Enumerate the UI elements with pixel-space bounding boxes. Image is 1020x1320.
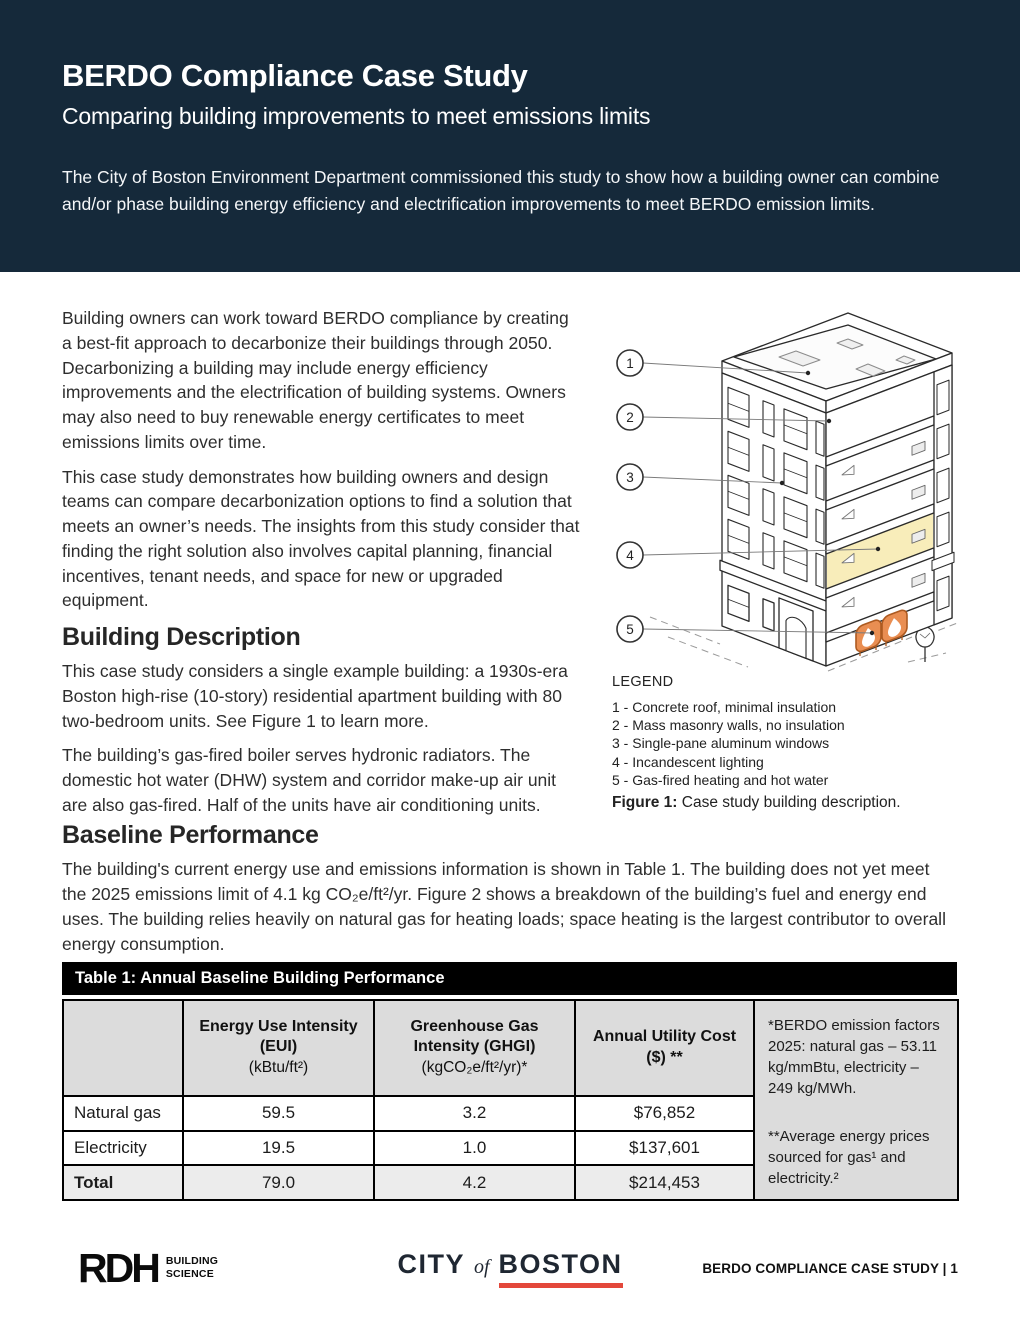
natural-gas-ghgi: 3.2 xyxy=(373,1094,576,1132)
row-label: Natural gas xyxy=(62,1094,184,1132)
table-note-emission-factors: *BERDO emission factors 2025: natural ga… xyxy=(768,1017,940,1097)
table-title-bar: Table 1: Annual Baseline Building Perfor… xyxy=(62,962,957,995)
legend-item-2: 2 - Mass masonry walls, no insulation xyxy=(612,717,845,734)
table-header-cost: Annual Utility Cost ($) ** xyxy=(574,999,755,1097)
baseline-performance-heading: Baseline Performance xyxy=(62,821,319,849)
total-eui: 79.0 xyxy=(182,1164,375,1201)
electricity-ghgi: 1.0 xyxy=(373,1129,576,1167)
incandescent-lighting-room xyxy=(827,513,933,589)
figure-callouts: 1 2 3 4 5 xyxy=(617,350,643,642)
figure1-building-illustration: 1 2 3 4 5 xyxy=(610,301,962,673)
page-title: BERDO Compliance Case Study xyxy=(62,58,528,93)
intro-paragraph-2: This case study demonstrates how buildin… xyxy=(62,466,580,611)
figure-legend: LEGEND 1 - Concrete roof, minimal insula… xyxy=(612,674,962,790)
table-notes-cell: *BERDO emission factors 2025: natural ga… xyxy=(753,999,959,1201)
building-description-paragraph-2: The building’s gas-fired boiler serves h… xyxy=(62,745,557,815)
row-label: Total xyxy=(62,1164,184,1201)
natural-gas-eui: 59.5 xyxy=(182,1094,375,1132)
callout-number-4: 4 xyxy=(626,548,634,563)
electricity-cost: $137,601 xyxy=(574,1129,755,1167)
rdh-logo-text: RDH xyxy=(78,1244,161,1291)
table-header-row: Energy Use Intensity (EUI) (kBtu/ft²) Gr… xyxy=(62,999,959,1201)
callout-circle-5 xyxy=(617,616,643,642)
callout-number-3: 3 xyxy=(626,470,634,485)
table-row-electricity: Electricity 19.5 1.0 $137,601 xyxy=(62,1129,958,1167)
boston-red-underline: BOSTON xyxy=(498,1249,623,1288)
total-cost: $214,453 xyxy=(574,1164,755,1201)
tree-sketch xyxy=(916,627,934,662)
table-row-natural-gas: Natural gas 59.5 3.2 $76,852 xyxy=(62,1094,958,1132)
page-subtitle: Comparing building improvements to meet … xyxy=(62,103,651,129)
gas-boilers xyxy=(856,608,907,657)
report-header: BERDO Compliance Case Study Comparing bu… xyxy=(0,0,1020,272)
callout-circle-1 xyxy=(617,350,643,376)
left-text-column: Building owners can work toward BERDO co… xyxy=(62,306,580,828)
callout-number-2: 2 xyxy=(626,410,634,425)
callout-circle-4 xyxy=(617,542,643,568)
legend-item-4: 4 - Incandescent lighting xyxy=(612,753,764,770)
building-description-paragraph-1: This case study considers a single examp… xyxy=(62,661,568,731)
legend-item-3: 3 - Single-pane aluminum windows xyxy=(612,735,830,752)
callout-circle-2 xyxy=(617,404,643,430)
legend-item-5: 5 - Gas-fired heating and hot water xyxy=(612,771,829,788)
callout-circle-3 xyxy=(617,464,643,490)
callout-number-1: 1 xyxy=(626,356,634,371)
table-note-energy-prices: **Average energy prices sourced for gas¹… xyxy=(768,1128,930,1187)
table-header-blank-cell xyxy=(62,999,184,1097)
total-ghgi: 4.2 xyxy=(373,1164,576,1201)
rdh-building-science-logo: RDH BUILDING SCIENCE xyxy=(78,1244,219,1291)
table-row-total: Total 79.0 4.2 $214,453 xyxy=(62,1164,958,1201)
baseline-performance-paragraph: The building's current energy use and em… xyxy=(62,859,946,954)
table-header-eui: Energy Use Intensity (EUI) (kBtu/ft²) xyxy=(182,999,375,1097)
figure-caption-text: Case study building description. xyxy=(677,794,901,811)
figure-caption: Figure 1: Case study building descriptio… xyxy=(612,794,901,812)
natural-gas-cost: $76,852 xyxy=(574,1094,755,1132)
baseline-performance-section: Baseline Performance The building's curr… xyxy=(62,814,958,956)
header-intro-paragraph: The City of Boston Environment Departmen… xyxy=(62,167,940,215)
table1-annual-baseline-performance: Table 1: Annual Baseline Building Perfor… xyxy=(62,962,959,1201)
building-description-heading: Building Description xyxy=(62,623,301,651)
callout-number-5: 5 xyxy=(626,622,634,637)
electricity-eui: 19.5 xyxy=(182,1129,375,1167)
table-header-ghgi: Greenhouse Gas Intensity (GHGI) (kgCO₂e/… xyxy=(373,999,576,1097)
rdh-logo-subtext: BUILDING SCIENCE xyxy=(165,1255,219,1280)
figure-caption-label: Figure 1: xyxy=(612,794,678,811)
footer-page-label: BERDO COMPLIANCE CASE STUDY | 1 xyxy=(702,1260,958,1276)
legend-title: LEGEND xyxy=(612,674,674,690)
intro-paragraph-1: Building owners can work toward BERDO co… xyxy=(62,308,569,452)
page-footer: RDH BUILDING SCIENCE CITY of BOSTON BERD… xyxy=(0,1236,1020,1300)
row-label: Electricity xyxy=(62,1129,184,1167)
legend-item-1: 1 - Concrete roof, minimal insulation xyxy=(612,699,837,715)
